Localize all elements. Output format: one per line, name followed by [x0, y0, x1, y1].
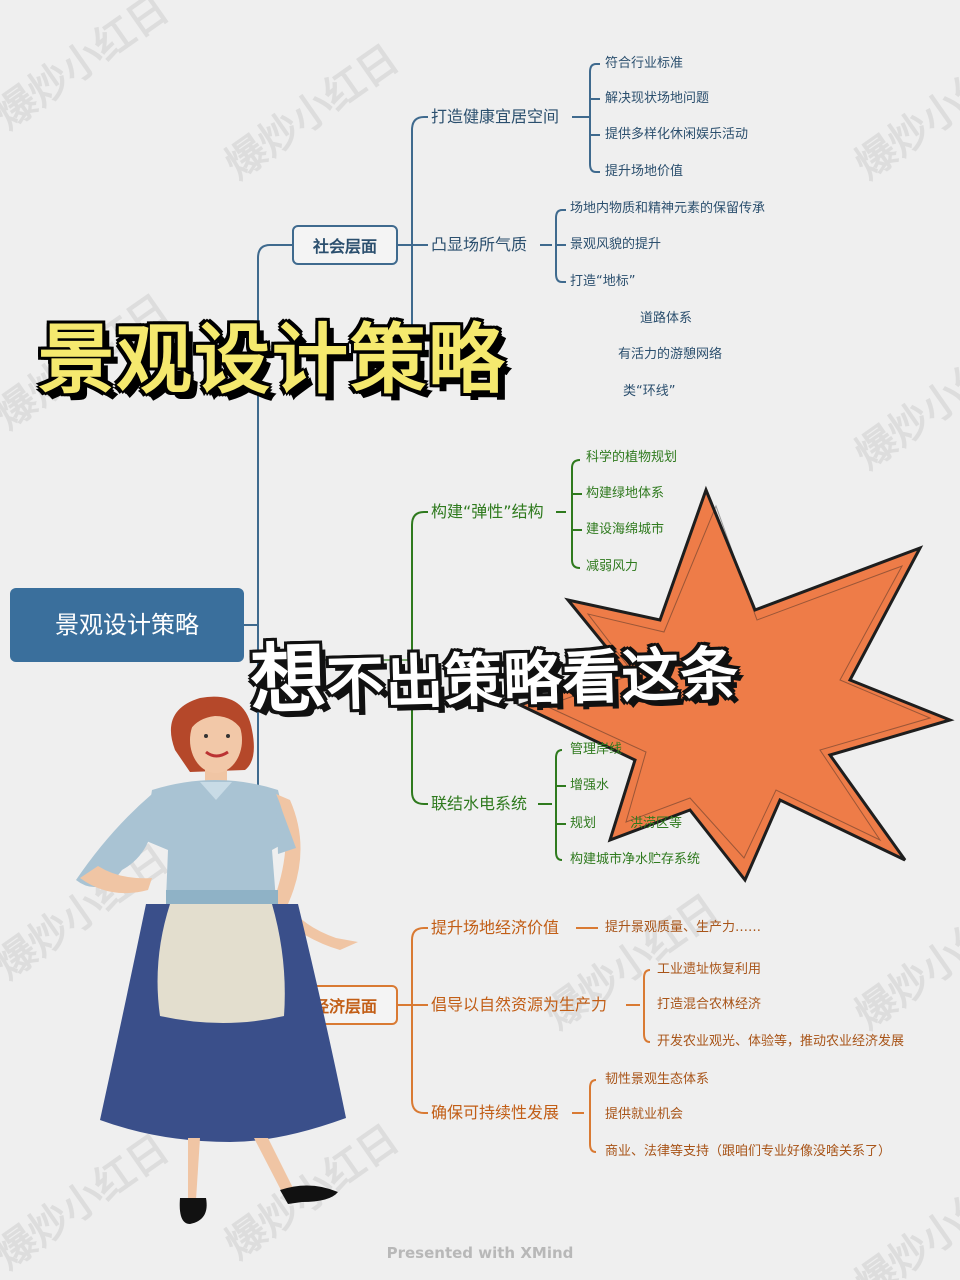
leaf[interactable]: 提供多样化休闲娱乐活动 [605, 127, 749, 142]
leaf[interactable]: 提升景观质量、生产力…… [605, 920, 762, 935]
starburst-shape [516, 485, 955, 883]
leaf[interactable]: 洪涝区等 [630, 816, 683, 831]
leaf[interactable]: 商业、法律等支持（跟咱们专业好像没啥关系了） [605, 1144, 892, 1159]
subtitle-rest: 不出策略看这条 [325, 639, 741, 719]
node-social[interactable]: 社会层面 [292, 225, 398, 265]
leaf[interactable]: 增强水 [570, 778, 610, 793]
leaf[interactable]: 道路体系 [640, 311, 693, 326]
leaf[interactable]: 符合行业标准 [605, 56, 684, 71]
leaf[interactable]: 提供就业机会 [605, 1107, 684, 1122]
leaf[interactable]: 构建城市净水贮存系统 [570, 852, 701, 867]
leaf[interactable]: 提升场地价值 [605, 164, 684, 179]
leaf[interactable]: 建设海绵城市 [586, 522, 665, 537]
leaf[interactable]: 景观风貌的提升 [570, 237, 662, 252]
branch-natural-resources[interactable]: 倡导以自然资源为生产力 [431, 995, 608, 1014]
leaf[interactable]: 解决现状场地问题 [605, 91, 710, 106]
leaf[interactable]: 打造“地标” [570, 274, 636, 289]
root-node[interactable]: 景观设计策略 [10, 588, 244, 662]
subtitle-first-char: 想 [249, 633, 328, 725]
branch-healthy-space[interactable]: 打造健康宜居空间 [431, 107, 560, 126]
branch-water-power[interactable]: 联结水电系统 [431, 794, 528, 813]
leaf[interactable]: 科学的植物规划 [586, 450, 678, 465]
vintage-woman-illustration [76, 696, 358, 1224]
branch-place-temperament[interactable]: 凸显场所气质 [431, 235, 528, 254]
leaf[interactable]: 开发农业观光、体验等，推动农业经济发展 [657, 1034, 905, 1049]
footer-credit: Presented with XMind [386, 1244, 574, 1262]
leaf[interactable]: 有活力的游憩网络 [618, 347, 723, 362]
leaf[interactable]: 工业遗址恢复利用 [657, 962, 762, 977]
leaf[interactable]: 场地内物质和精神元素的保留传承 [570, 201, 766, 216]
branch-sustainable[interactable]: 确保可持续性发展 [431, 1103, 560, 1122]
poster-subtitle: 想不出策略看这条 [249, 606, 741, 729]
branch-elastic-structure[interactable]: 构建“弹性”结构 [431, 502, 544, 521]
poster-title: 景观设计策略 [38, 315, 506, 404]
leaf[interactable]: 规划 [570, 816, 597, 831]
leaf[interactable]: 韧性景观生态体系 [605, 1072, 710, 1087]
leaf[interactable]: 管理岸线 [570, 742, 623, 757]
leaf[interactable]: 类“环线” [623, 384, 676, 399]
branch-economic-value[interactable]: 提升场地经济价值 [431, 918, 560, 937]
leaf[interactable]: 打造混合农林经济 [657, 997, 762, 1012]
leaf[interactable]: 减弱风力 [586, 559, 639, 574]
leaf[interactable]: 构建绿地体系 [586, 486, 665, 501]
